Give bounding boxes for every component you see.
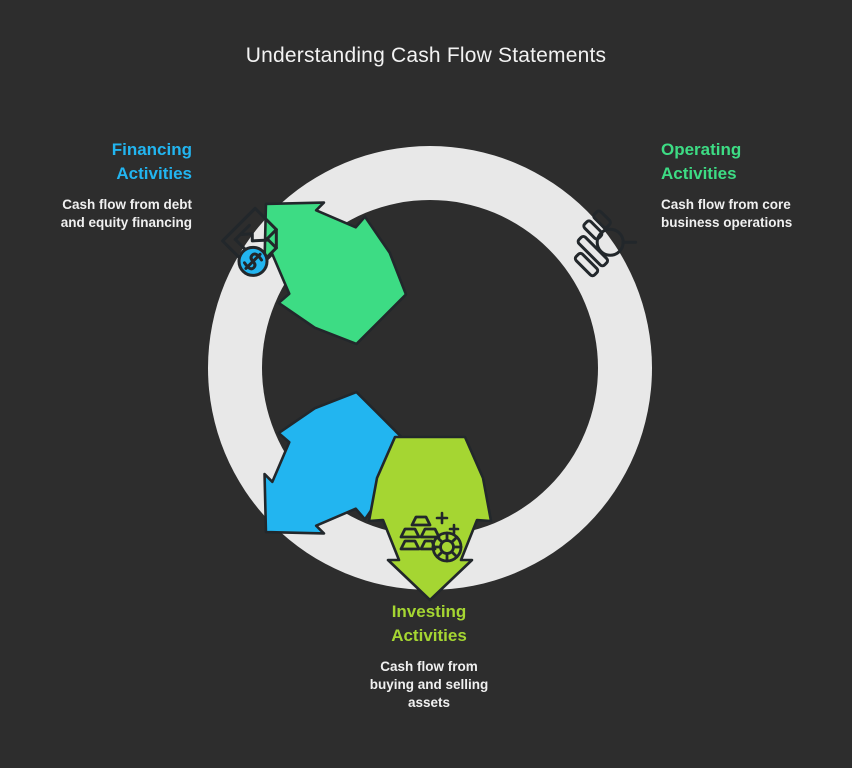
label-financing-description: Cash flow from debt and equity financing <box>10 186 192 232</box>
label-financing-desc-line2: and equity financing <box>60 215 192 230</box>
label-operating: Operating Activities Cash flow from core… <box>661 138 843 232</box>
segment-financing[interactable] <box>218 206 425 576</box>
label-operating-desc-line2: business operations <box>661 215 793 230</box>
label-investing-heading-line2: Activities <box>391 626 467 645</box>
label-operating-heading-line1: Operating <box>661 140 742 159</box>
label-operating-heading-line2: Activities <box>661 164 737 183</box>
label-financing-heading: Financing Activities <box>10 138 192 186</box>
label-investing-desc-line3: assets <box>407 695 451 710</box>
label-financing-heading-line1: Financing <box>111 140 192 159</box>
label-investing-heading-line1: Investing <box>391 602 467 621</box>
bar-chart-magnifier-icon <box>573 209 638 278</box>
operating-arrow-shape[interactable] <box>223 161 425 363</box>
label-operating-heading: Operating Activities <box>661 138 843 186</box>
label-operating-desc-line1: Cash flow from core <box>661 197 791 212</box>
label-investing-description: Cash flow from buying and selling assets <box>339 648 519 712</box>
label-financing-desc-line1: Cash flow from debt <box>62 197 192 212</box>
document-chart-dollar-icon <box>221 206 278 277</box>
financing-arrow-shape[interactable] <box>223 374 425 576</box>
investing-arrow-shape[interactable] <box>367 435 493 602</box>
label-investing-desc-line2: buying and selling <box>369 677 489 692</box>
label-operating-description: Cash flow from core business operations <box>661 186 843 232</box>
label-investing-heading: Investing Activities <box>339 600 519 648</box>
label-investing-desc-line1: Cash flow from <box>380 659 478 674</box>
label-financing-heading-line2: Activities <box>116 164 192 183</box>
label-financing: Financing Activities Cash flow from debt… <box>10 138 192 232</box>
segment-investing[interactable] <box>367 435 493 602</box>
gold-bars-chip-icon <box>399 511 463 563</box>
label-investing: Investing Activities Cash flow from buyi… <box>339 600 519 712</box>
segment-operating[interactable] <box>223 161 638 363</box>
